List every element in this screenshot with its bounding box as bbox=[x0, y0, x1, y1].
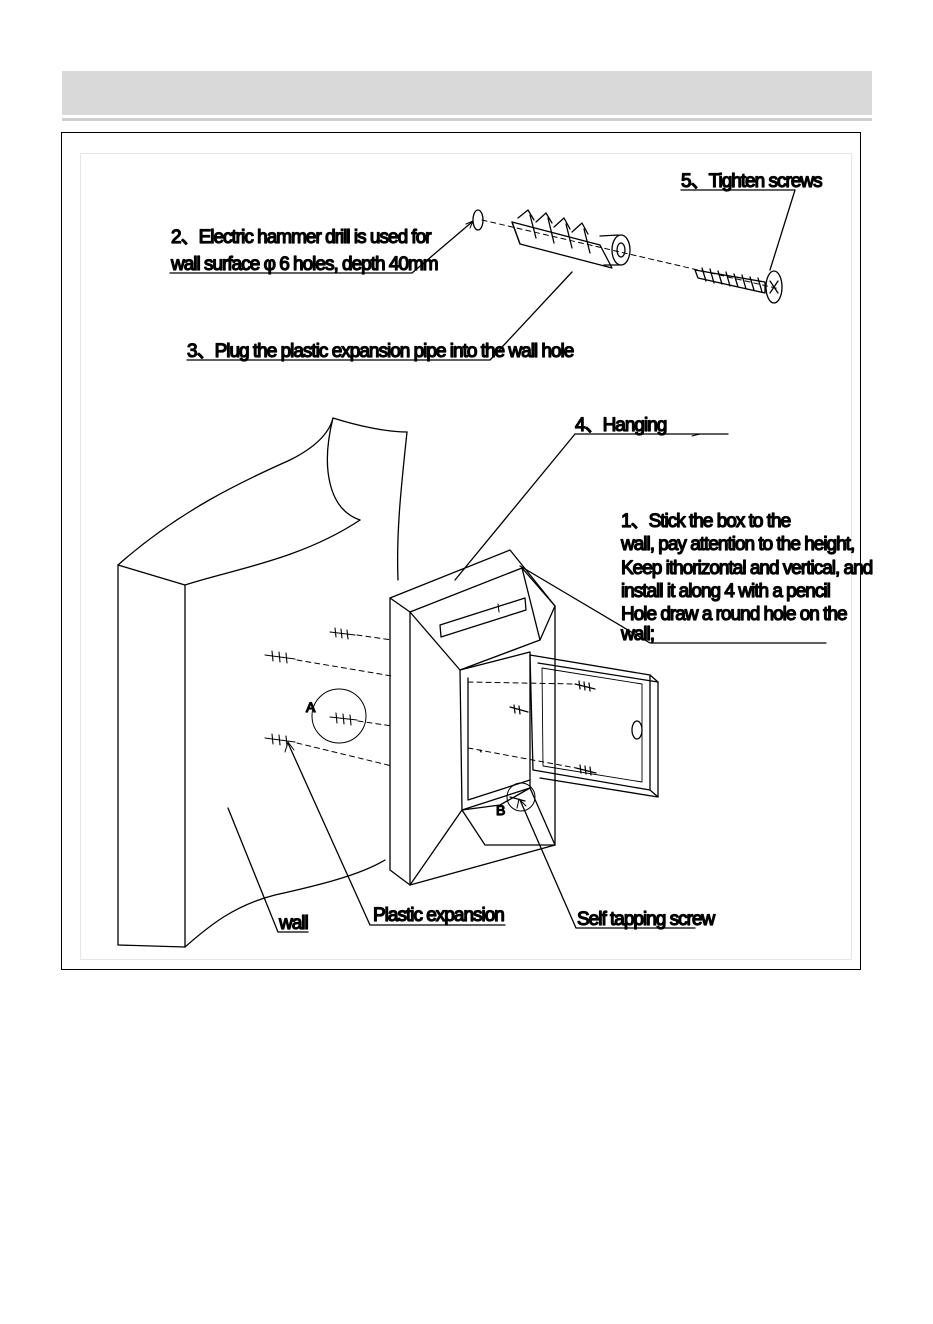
section-header-rule bbox=[62, 118, 872, 121]
detail-a-circle bbox=[311, 688, 367, 744]
box-drawing bbox=[389, 549, 556, 886]
label-step3: 3、Plug the plastic expansion pipe into t… bbox=[187, 341, 574, 362]
label-detail-b: B bbox=[496, 802, 505, 818]
box-screw-alignment-lines bbox=[467, 681, 577, 769]
label-step1-line5: Hole draw a round hole on the bbox=[621, 604, 847, 625]
step5-leader-line bbox=[680, 189, 796, 271]
label-step5: 5、Tighten screws bbox=[681, 171, 822, 192]
self-tapping-screw-leader-line bbox=[519, 799, 696, 929]
detail-b-circle bbox=[506, 782, 536, 812]
plastic-expansion-leader-line bbox=[287, 742, 506, 926]
expansion-pipe-drawing bbox=[511, 209, 631, 269]
diagram-frame bbox=[61, 132, 861, 970]
label-step2-line1: 2、Electric hammer drill is used for bbox=[171, 227, 432, 248]
insertion-axis-line bbox=[481, 219, 781, 290]
label-step4: 4、Hanging bbox=[575, 415, 667, 436]
label-plastic-expansion: Plastic expansion bbox=[373, 905, 504, 926]
label-self-tapping-screw: Self tapping screw bbox=[577, 909, 716, 930]
section-header-bar bbox=[62, 71, 872, 115]
box-door-drawing bbox=[529, 654, 659, 798]
label-wall: wall bbox=[278, 913, 308, 934]
wall-drawing bbox=[117, 417, 408, 948]
step4-leader-line bbox=[454, 433, 729, 581]
label-step1-line6: wall; bbox=[620, 624, 654, 645]
anchor-alignment-lines bbox=[296, 634, 393, 767]
label-step2-line2: wall surface φ 6 holes, depth 40mm bbox=[170, 254, 438, 275]
label-step1-line1: 1、Stick the box to the bbox=[621, 511, 791, 532]
box-screws bbox=[509, 680, 597, 802]
step1-leader-line bbox=[519, 565, 827, 644]
wall-anchors bbox=[264, 627, 358, 747]
wall-leader-line bbox=[227, 807, 309, 933]
diagram-inner-border bbox=[80, 153, 852, 960]
screw-drawing bbox=[694, 267, 783, 304]
label-step1-line2: wall, pay attention to the height, bbox=[620, 534, 854, 555]
label-step1-line3: Keep ithorizontal and vertical, and bbox=[621, 558, 873, 579]
step3-leader-line bbox=[186, 271, 573, 361]
label-detail-a: A bbox=[306, 699, 316, 715]
step2-leader-line bbox=[169, 221, 473, 274]
label-step1-line4: install it along 4 with a pencil bbox=[621, 581, 830, 602]
